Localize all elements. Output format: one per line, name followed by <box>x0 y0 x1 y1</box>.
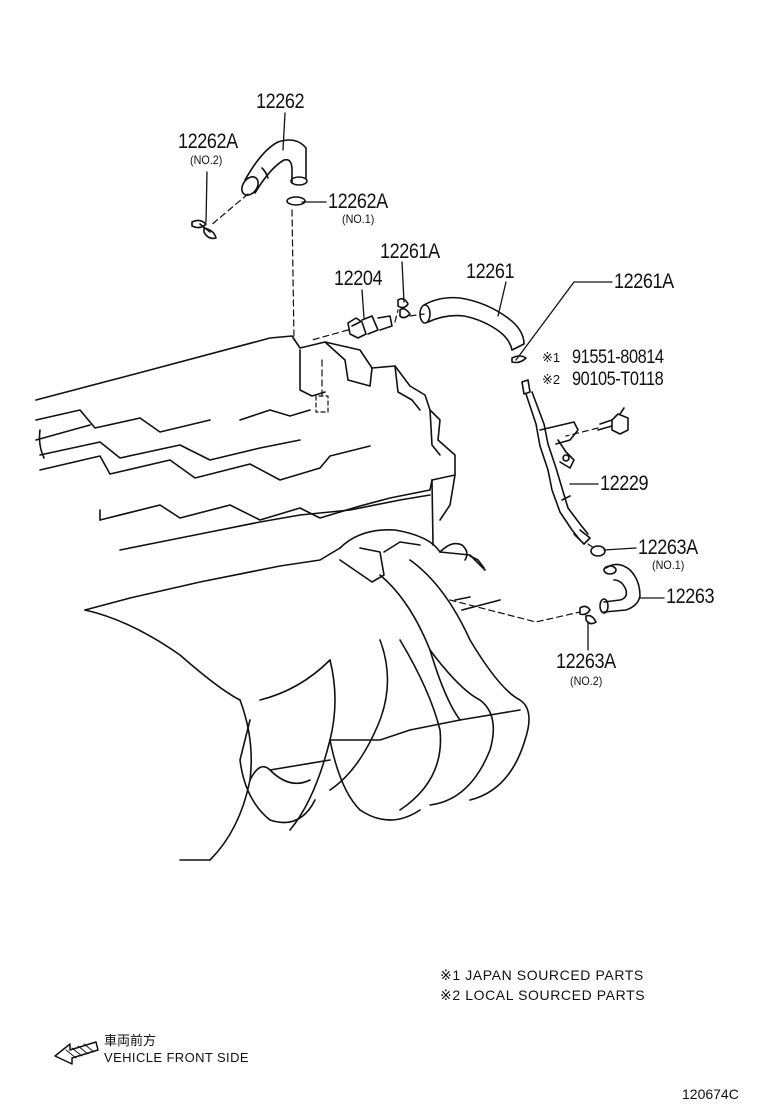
label-12263: 12263 <box>666 585 715 608</box>
label-no1-b: (NO.1) <box>652 558 685 572</box>
label-12261a-left: 12261A <box>380 240 440 263</box>
label-no2-b: (NO.2) <box>570 674 603 688</box>
note-local-sourced: ※2 LOCAL SOURCED PARTS <box>440 987 646 1003</box>
bolt-90105 <box>597 407 629 435</box>
note-japan-sourced: ※1 JAPAN SOURCED PARTS <box>440 967 644 983</box>
clip-12261a-left <box>397 297 411 319</box>
label-12262a-no2: 12262A <box>178 130 238 153</box>
leader-lines <box>205 112 665 651</box>
label-12263a-no2: 12263A <box>556 650 616 673</box>
clip-12262a-no1 <box>286 196 306 206</box>
label-12263a-no1: 12263A <box>638 536 698 559</box>
pipe-12229 <box>521 379 591 545</box>
label-no2-a: (NO.2) <box>190 153 223 167</box>
hose-12263 <box>599 563 641 614</box>
label-12261: 12261 <box>466 260 515 283</box>
label-91551-80814: 91551-80814 <box>572 347 664 368</box>
label-12262a-no1: 12262A <box>328 190 388 213</box>
engine-head-cover <box>35 335 456 611</box>
hose-12262 <box>241 139 308 196</box>
intake-manifold <box>84 529 530 861</box>
clip-12263a-no1 <box>590 545 606 557</box>
hose-12261 <box>419 296 525 351</box>
label-12262: 12262 <box>256 90 305 113</box>
front-direction-arrow <box>54 1041 99 1065</box>
ref1-mark: ※1 <box>542 350 561 365</box>
direction-en: VEHICLE FRONT SIDE <box>104 1050 249 1065</box>
clip-12261a-right <box>511 355 527 364</box>
direction-jp: 車両前方 <box>104 1033 157 1048</box>
label-90105-t0118: 90105-T0118 <box>572 369 664 390</box>
ref2-mark: ※2 <box>542 372 561 387</box>
clip-12262a-no2 <box>191 219 217 240</box>
figure-id: 120674C <box>682 1086 739 1102</box>
label-12204: 12204 <box>334 267 383 290</box>
clip-12263a-no2 <box>579 605 597 625</box>
label-12229: 12229 <box>600 472 649 495</box>
label-12261a-right: 12261A <box>614 270 674 293</box>
dashed-lines <box>209 193 599 623</box>
pcv-valve-12204 <box>347 315 393 339</box>
label-no1-a: (NO.1) <box>342 212 375 226</box>
